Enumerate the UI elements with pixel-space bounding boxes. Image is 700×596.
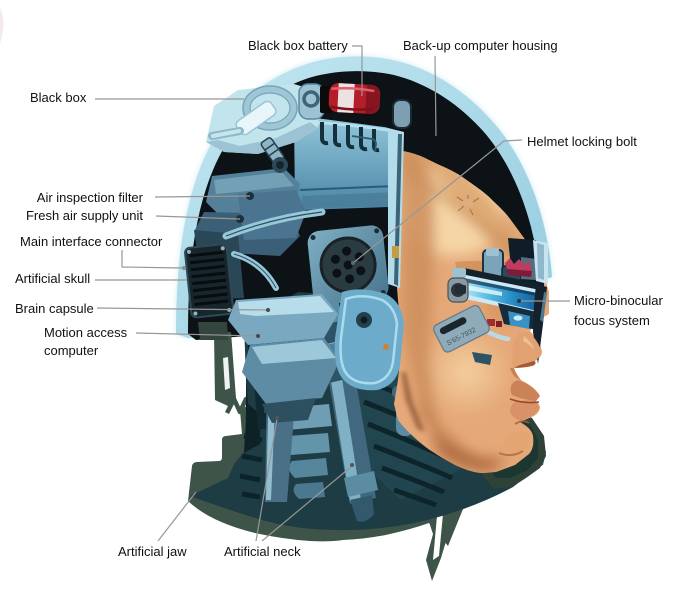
svg-text:Brain capsule: Brain capsule	[15, 301, 94, 316]
svg-text:Main interface connector: Main interface connector	[20, 234, 163, 249]
svg-text:Air inspection filter: Air inspection filter	[37, 190, 144, 205]
svg-text:Artificial jaw: Artificial jaw	[118, 544, 187, 559]
svg-text:Helmet locking bolt: Helmet locking bolt	[527, 134, 637, 149]
svg-text:Micro-binocular: Micro-binocular	[574, 293, 664, 308]
svg-text:Fresh air supply unit: Fresh air supply unit	[26, 208, 143, 223]
svg-text:computer: computer	[44, 343, 99, 358]
svg-text:Black box: Black box	[30, 90, 87, 105]
svg-text:Motion access: Motion access	[44, 325, 128, 340]
svg-text:Back-up computer housing: Back-up computer housing	[403, 38, 558, 53]
svg-text:Artificial skull: Artificial skull	[15, 271, 90, 286]
svg-text:Artificial neck: Artificial neck	[224, 544, 301, 559]
svg-text:Black box battery: Black box battery	[248, 38, 348, 53]
svg-text:focus system: focus system	[574, 313, 650, 328]
